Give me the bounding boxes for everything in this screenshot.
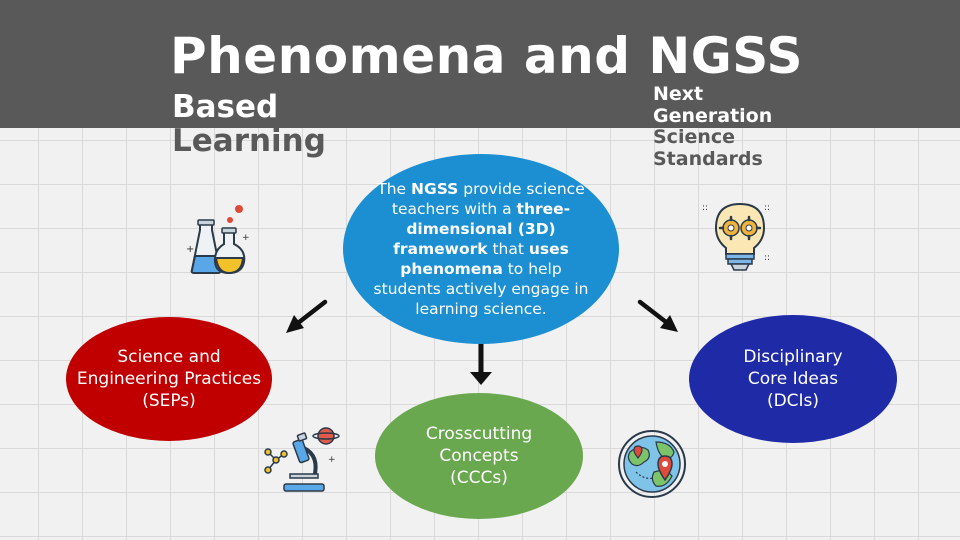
center-text-2: provide science teachers with a <box>391 180 585 218</box>
center-text-ngss: NGSS <box>411 180 459 198</box>
ngss-expansion-next: Next <box>653 83 704 105</box>
svg-text:::: :: <box>764 203 770 213</box>
microscope-icon: + <box>264 427 340 492</box>
ngss-expansion-generation: Generation <box>653 104 773 127</box>
svg-text:::: :: <box>764 253 770 263</box>
dci-label: Disciplinary Core Ideas (DCIs) <box>743 347 843 411</box>
center-text-1: The <box>377 180 412 198</box>
ccc-label: Crosscutting Concepts (CCCs) <box>425 424 533 488</box>
lightbulb-gears-icon: :: :: :: <box>702 202 770 271</box>
arrow-to-dci <box>637 299 678 332</box>
center-text-3: that <box>487 240 529 258</box>
center-text-uses-phenomena: uses phenomena <box>400 240 569 278</box>
dci-node: Disciplinary Core Ideas (DCIs) <box>689 315 897 443</box>
ngss-expansion: Next Generation Science Standards <box>653 83 773 170</box>
ngss-expansion-science: Science <box>653 126 736 148</box>
arrow-to-sep <box>286 299 328 333</box>
page-subtitle: Based Learning <box>172 90 326 158</box>
arrow-to-ccc <box>470 337 492 385</box>
ngss-framework-node: The NGSS provide science teachers with a… <box>343 154 619 344</box>
svg-text:::: :: <box>702 203 708 213</box>
globe-map-pin-icon <box>618 430 686 498</box>
subtitle-word-based: Based <box>172 89 279 125</box>
ngss-expansion-standards: Standards <box>653 147 763 170</box>
ngss-framework-text: The NGSS provide science teachers with a… <box>366 179 596 319</box>
svg-text:+: + <box>328 455 336 465</box>
svg-text:+: + <box>186 244 194 255</box>
header-band <box>0 0 960 128</box>
sep-label: Science and Engineering Practices (SEPs) <box>76 347 262 411</box>
subtitle-word-learning: Learning <box>172 123 326 159</box>
svg-text:+: + <box>242 233 250 243</box>
page-title: Phenomena and NGSS <box>170 27 804 85</box>
flasks-icon: + + <box>186 205 250 275</box>
center-text-4: to help students actively engage in lear… <box>373 260 589 318</box>
ccc-node: Crosscutting Concepts (CCCs) <box>375 393 583 519</box>
center-text-3d-framework: three-dimensional (3D) framework <box>393 200 571 258</box>
sep-node: Science and Engineering Practices (SEPs) <box>66 317 272 441</box>
